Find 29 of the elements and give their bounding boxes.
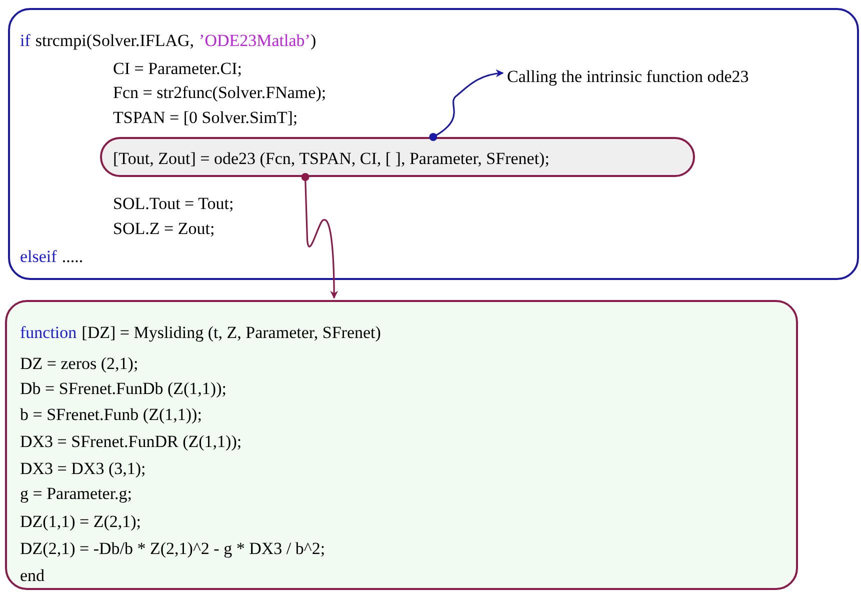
code-line: DZ(1,1) = Z(2,1);	[20, 511, 142, 533]
code-line: b = SFrenet.Funb (Z(1,1));	[20, 404, 202, 426]
code-line: CI = Parameter.CI;	[113, 58, 242, 80]
annotation-text: Calling the intrinsic function ode23	[507, 66, 797, 88]
code-panel	[8, 8, 859, 280]
code-line: SOL.Tout = Tout;	[113, 193, 234, 215]
code-line: .....	[62, 246, 84, 268]
code-string: ’ODE23Matlab’	[199, 30, 310, 52]
code-line: DZ = zeros (2,1);	[20, 353, 138, 375]
code-line: DX3 = SFrenet.FunDR (Z(1,1));	[20, 431, 242, 453]
code-line: )	[310, 30, 316, 52]
code-line: strcmpi(Solver.IFLAG,	[35, 30, 194, 52]
code-line: [Tout, Zout] = ode23 (Fcn, TSPAN, CI, [ ], Parameter, SFrenet);	[113, 148, 550, 170]
code-line: Fcn = str2func(Solver.FName);	[113, 82, 326, 104]
code-line: TSPAN = [0 Solver.SimT];	[113, 107, 298, 129]
code-line: [DZ] = Mysliding (t, Z, Parameter, SFrenet)	[82, 322, 381, 344]
curved-arrow	[301, 173, 338, 299]
code-line: DZ(2,1) = -Db/b * Z(2,1)^2 - g * DX3 / b^2;	[20, 538, 326, 560]
curved-arrow	[429, 70, 504, 141]
code-keyword: if	[20, 30, 30, 52]
code-line: DX3 = DX3 (3,1);	[20, 458, 146, 480]
highlighted-code-box	[100, 137, 695, 177]
code-line: SOL.Z = Zout;	[113, 218, 215, 240]
code-line: end	[20, 565, 45, 587]
function-code-panel	[5, 300, 798, 590]
code-keyword: elseif	[20, 246, 57, 268]
code-line: g = Parameter.g;	[20, 483, 132, 505]
code-keyword: function	[20, 322, 77, 344]
code-line: Db = SFrenet.FunDb (Z(1,1));	[20, 378, 226, 400]
